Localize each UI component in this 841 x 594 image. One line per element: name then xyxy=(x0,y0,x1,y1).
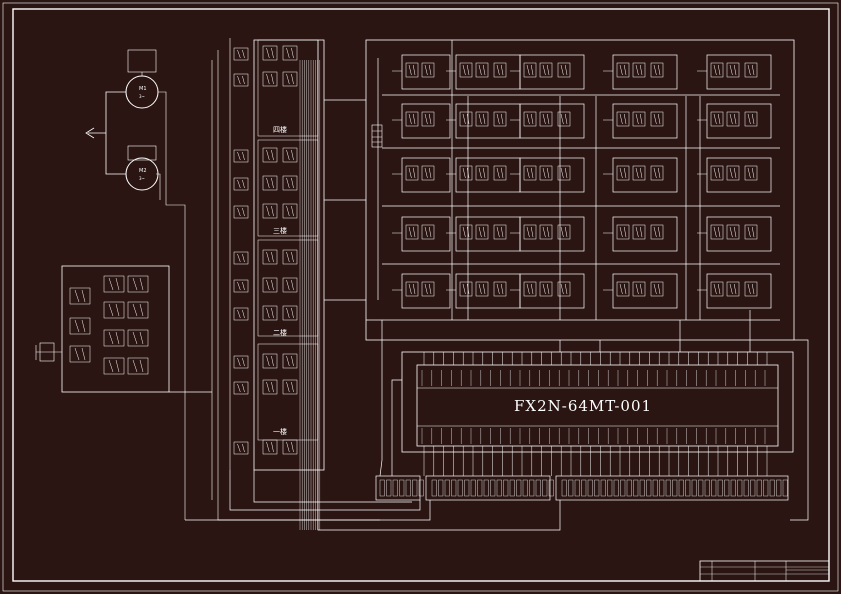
relay-block xyxy=(603,157,678,193)
wire xyxy=(229,470,421,511)
wire xyxy=(391,379,402,476)
call-button xyxy=(233,305,298,321)
switch-contact xyxy=(127,301,149,319)
motor-m1-phase: 3~ xyxy=(139,94,145,99)
relay-block xyxy=(697,103,772,139)
motor-m2-label: M2 xyxy=(139,168,147,174)
terminal-strip-a xyxy=(375,475,421,501)
switch-contact xyxy=(69,345,91,363)
wire xyxy=(253,470,412,503)
relay-block xyxy=(392,273,451,309)
relay-block xyxy=(697,157,772,193)
plc-model-label: FX2N-64MT-001 xyxy=(514,397,652,415)
relay-block xyxy=(392,157,451,193)
relay-block xyxy=(697,216,772,252)
floor-label-2: 二楼 xyxy=(273,328,287,337)
switch-contact xyxy=(103,329,125,347)
floor-call-panel: 四楼 三楼 二楼 一楼 xyxy=(211,38,325,530)
wire xyxy=(317,40,561,531)
motor-m2-phase: 3~ xyxy=(139,176,145,181)
call-button xyxy=(233,379,298,395)
call-button xyxy=(233,353,298,369)
floor-label-4: 四楼 xyxy=(273,125,287,134)
call-button xyxy=(233,203,298,219)
relay-block xyxy=(392,103,451,139)
relay-block xyxy=(603,216,678,252)
relay-block xyxy=(510,103,585,139)
plc-unit: FX2N-64MT-001 xyxy=(401,351,794,453)
motor-section: M1 3~ M2 3~ xyxy=(85,49,186,520)
relay-block xyxy=(510,54,585,90)
terminal-strip-b xyxy=(425,475,551,501)
relay-block xyxy=(603,54,678,90)
call-button xyxy=(233,71,298,87)
switch-contact xyxy=(103,301,125,319)
left-switch-panel xyxy=(35,265,170,393)
relay-block xyxy=(510,216,585,252)
relay-block xyxy=(603,103,678,139)
call-button xyxy=(233,175,298,191)
relay-matrix-panel xyxy=(365,39,795,341)
terminal-strips xyxy=(375,352,789,501)
relay-blocks xyxy=(392,54,772,309)
call-button xyxy=(233,439,298,455)
wiring xyxy=(169,40,809,531)
call-button xyxy=(233,277,298,293)
switch-contact xyxy=(69,317,91,335)
call-button xyxy=(233,249,298,265)
wire xyxy=(366,319,383,477)
call-button xyxy=(233,45,298,61)
relay-block xyxy=(697,54,772,90)
relay-block xyxy=(510,157,585,193)
relay-block xyxy=(510,273,585,309)
floor-label-3: 三楼 xyxy=(273,226,287,235)
call-button xyxy=(233,147,298,163)
switch-contact xyxy=(103,357,125,375)
arrow-left-icon xyxy=(85,127,95,139)
motor-m1-label: M1 xyxy=(139,86,147,92)
wire xyxy=(790,339,809,521)
terminal-strip-c xyxy=(555,475,789,501)
floor-label-1: 一楼 xyxy=(273,427,287,436)
switch-contact xyxy=(127,357,149,375)
relay-block xyxy=(392,54,451,90)
switch-contact xyxy=(127,329,149,347)
relay-block xyxy=(603,273,678,309)
switch-contact xyxy=(69,287,91,305)
switch-contact xyxy=(127,275,149,293)
relay-block xyxy=(697,273,772,309)
switch-contact xyxy=(103,275,125,293)
title-block xyxy=(699,560,830,582)
relay-block xyxy=(392,216,451,252)
